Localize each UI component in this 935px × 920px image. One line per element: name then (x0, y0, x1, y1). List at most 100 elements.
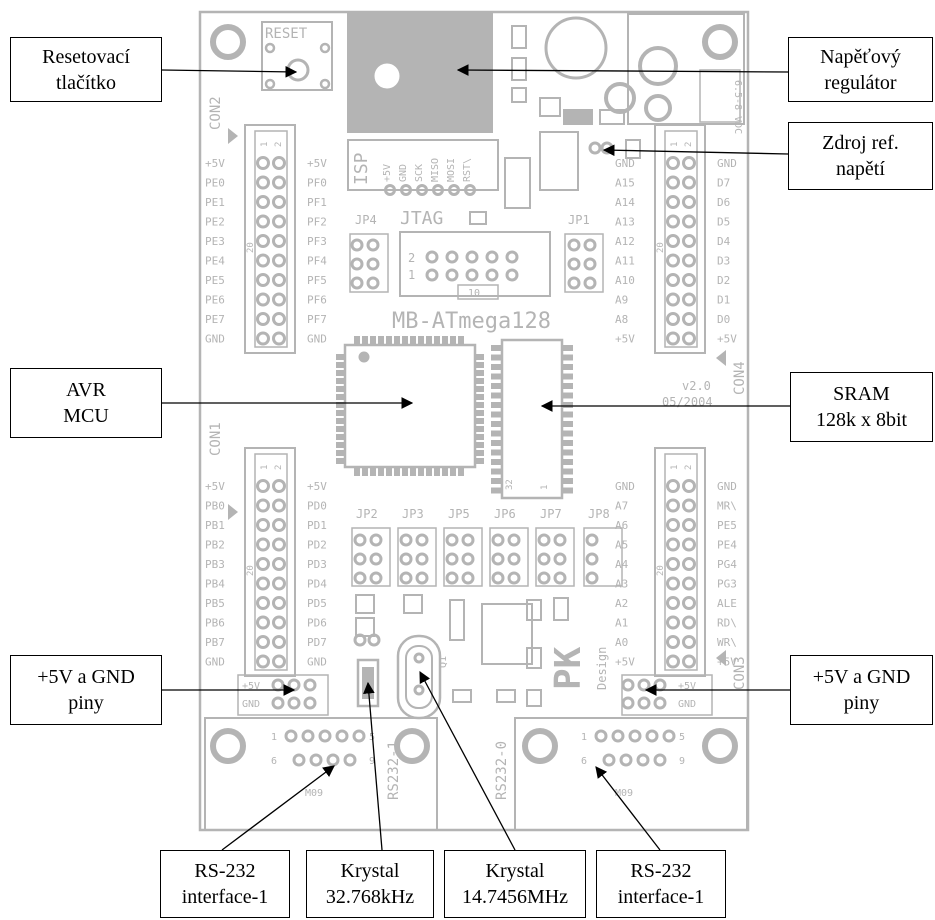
connector-pin-label: PE7 (205, 313, 225, 326)
connector-pin-label: PE4 (717, 539, 737, 552)
dsub-frame (204, 717, 438, 831)
connector-pin-label: PD4 (307, 578, 327, 591)
sram-pin (561, 411, 573, 418)
power-label: GND (678, 699, 696, 710)
vdc-label: 6.5-8 VDC (732, 80, 743, 134)
sram-pin (561, 478, 573, 484)
connector-pin (682, 557, 696, 571)
connector-pin-label: D2 (717, 274, 730, 287)
connector-pin (256, 156, 270, 170)
xtal32-pad (353, 633, 367, 647)
connector-pin-label: PE0 (205, 177, 225, 190)
jtag-pin (505, 250, 519, 264)
xtal14-label: Q1 (438, 656, 449, 668)
jumper-pin (491, 571, 505, 585)
power-pin (303, 696, 317, 710)
jp1-pin (567, 238, 581, 252)
connector-pin (682, 195, 696, 209)
connector-pin-label: PE5 (717, 519, 737, 532)
isp-pin-label: SCK (414, 164, 425, 182)
connector-pin-label: A7 (615, 500, 628, 513)
mcu-pin (336, 410, 346, 416)
dsub-pin (645, 729, 659, 743)
mcu-pin (474, 362, 484, 368)
jumper-pin (353, 571, 367, 585)
power-pin (621, 678, 635, 692)
dsub-num: 9 (679, 756, 685, 767)
connector-pin-label: +5V (615, 333, 635, 346)
callout-text: Napěťový (820, 45, 901, 68)
dsub-pin (292, 753, 306, 767)
jumper-label: JP6 (494, 507, 516, 521)
mcu-pin (450, 466, 456, 476)
connector-pin (272, 596, 286, 610)
mcu-pin (442, 336, 448, 346)
callout-text: Krystal (485, 860, 545, 882)
mounting-hole (394, 728, 430, 764)
sram-pin (561, 468, 573, 475)
mcu-pin (474, 426, 484, 432)
connector-header (254, 453, 288, 671)
callout-text: napětí (836, 158, 885, 180)
connector-pin-label: PD3 (307, 558, 327, 571)
jp4-pin (350, 257, 364, 271)
connector-pin-label: A9 (615, 294, 628, 307)
jumper-pin (537, 533, 551, 547)
connector-pin (256, 537, 270, 552)
sram-pin (561, 354, 573, 361)
connector-pin-label: RD\ (717, 617, 737, 630)
connector-pin (272, 214, 286, 229)
connector-pin-label: PD2 (307, 539, 327, 552)
connector-header (254, 130, 288, 348)
mcu-pin (474, 394, 484, 400)
pk-logo: PK (548, 646, 589, 690)
sram-pin (491, 421, 503, 427)
smd-part (563, 109, 593, 125)
jp1-pin (583, 238, 597, 252)
smd-part (599, 109, 625, 125)
connector-pin (682, 537, 696, 552)
power-jack-pin (604, 82, 636, 114)
connector-pin (666, 498, 680, 513)
connector-pin-label: PF7 (307, 313, 327, 326)
connector-pin (666, 596, 680, 610)
sram-pin (561, 449, 573, 456)
connector-pin (272, 654, 286, 669)
connector-pin (256, 214, 270, 229)
connector-pin-num: 2 (684, 142, 694, 147)
connector-pin (682, 635, 696, 649)
sram-pin (491, 468, 503, 475)
sram-pin (491, 430, 503, 437)
mcu-pin (474, 370, 484, 376)
connector-pin (272, 175, 286, 190)
jtag-pin (445, 250, 459, 264)
jumper-box (583, 527, 623, 587)
smd-part (625, 139, 641, 159)
connector-pin (256, 635, 270, 649)
connector-pin-label: A11 (615, 255, 635, 268)
sram-pin (561, 345, 573, 351)
jtag-pin (445, 268, 459, 282)
connector-frame (654, 447, 706, 677)
smd-part (355, 617, 375, 637)
connector-pin-label: PD5 (307, 597, 327, 610)
connector-pin-label: GND (717, 480, 737, 493)
connector-pin-label: +5V (307, 480, 327, 493)
arrow-xtal32 (363, 681, 383, 851)
dsub-pin (662, 729, 676, 743)
jumper-pin (537, 552, 551, 566)
connector-pin (666, 537, 680, 552)
connector-pin-label: +5V (307, 157, 327, 170)
jp4-pin (350, 238, 364, 252)
connector-pin (666, 234, 680, 248)
jtag-pin (465, 268, 479, 282)
callout-text: RS-232 (194, 860, 256, 882)
connector-pin (272, 195, 286, 209)
connector-pin (682, 518, 696, 532)
power-pin (287, 696, 301, 710)
connector-pin-label: A8 (615, 313, 628, 326)
connector-pin (256, 498, 270, 513)
